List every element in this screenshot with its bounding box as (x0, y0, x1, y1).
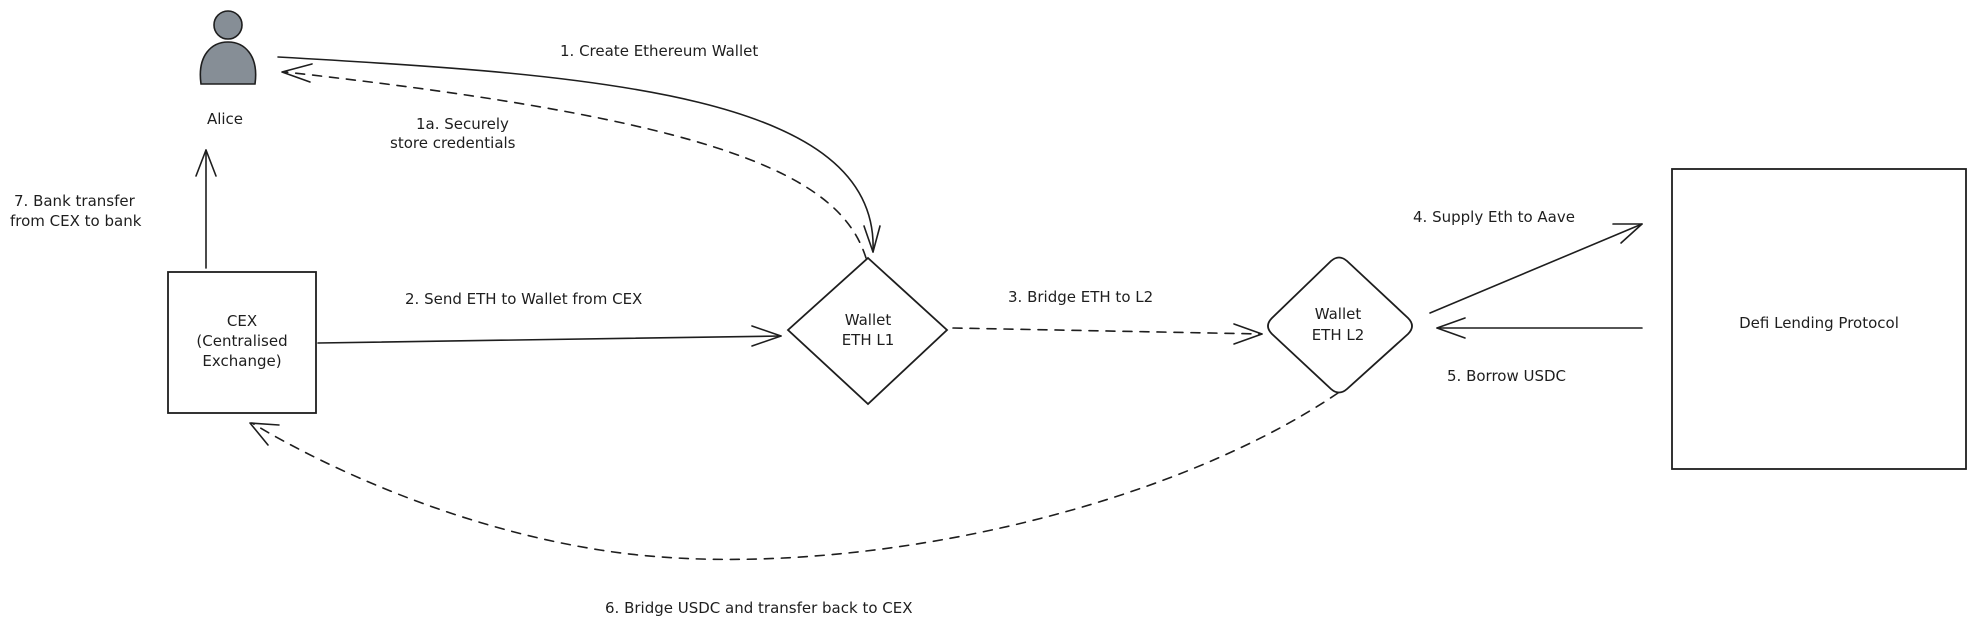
alice-node[interactable]: Alice (199, 10, 257, 128)
cex-label-line-2: (Centralised (196, 332, 287, 350)
defi-label: Defi Lending Protocol (1739, 314, 1899, 332)
cex-label-line-1: CEX (227, 312, 257, 330)
step-6-label: 6. Bridge USDC and transfer back to CEX (605, 599, 913, 617)
edge-send-eth (317, 325, 782, 347)
step-7-label-line-2: from CEX to bank (10, 212, 142, 230)
wallet-l1-label-line-1: Wallet (845, 311, 892, 329)
step-1a-label-line-1: 1a. Securely (416, 115, 509, 133)
step-3-label: 3. Bridge ETH to L2 (1008, 288, 1153, 306)
edge-create-wallet (277, 56, 881, 253)
wallet-l1-node[interactable]: Wallet ETH L1 (786, 256, 949, 406)
edge-bank-transfer (195, 149, 217, 269)
step-2-label: 2. Send ETH to Wallet from CEX (405, 290, 642, 308)
edge-store-credentials (281, 63, 867, 259)
edge-supply-eth (1429, 223, 1643, 314)
wallet-l2-node[interactable]: Wallet ETH L2 (1267, 256, 1413, 394)
wallet-l1-label-line-2: ETH L1 (842, 331, 895, 349)
wallet-l2-label-line-1: Wallet (1315, 305, 1362, 323)
edge-borrow-usdc (1436, 317, 1643, 339)
person-icon (199, 10, 257, 85)
defi-node[interactable]: Defi Lending Protocol (1671, 168, 1967, 470)
step-4-label: 4. Supply Eth to Aave (1413, 208, 1575, 226)
step-1-label: 1. Create Ethereum Wallet (560, 42, 758, 60)
step-7-label-line-1: 7. Bank transfer (14, 192, 136, 210)
step-5-label: 5. Borrow USDC (1447, 367, 1566, 385)
wallet-l2-label-line-2: ETH L2 (1312, 326, 1365, 344)
alice-label: Alice (207, 110, 243, 128)
cex-label-line-3: Exchange) (202, 352, 281, 370)
step-1a-label-line-2: store credentials (390, 134, 516, 152)
cex-node[interactable]: CEX (Centralised Exchange) (167, 271, 317, 414)
edge-bridge-eth (952, 323, 1263, 345)
edge-bridge-usdc (249, 392, 1339, 561)
